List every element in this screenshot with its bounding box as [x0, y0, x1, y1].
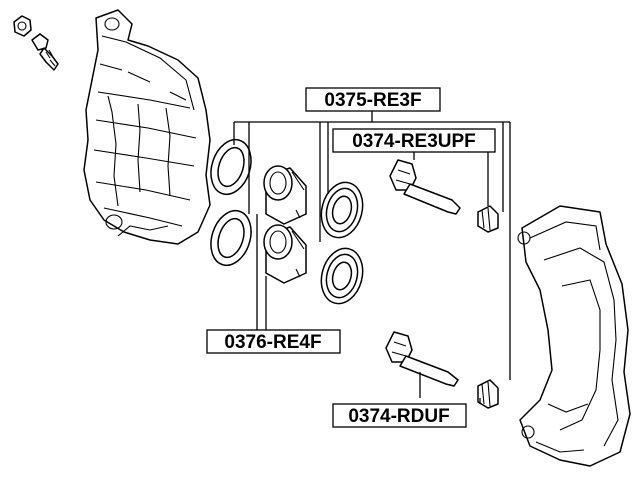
callout-piston: 0376-RE4F — [206, 329, 341, 354]
callout-guide-pin-upper: 0374-RE3UPF — [332, 128, 496, 153]
callout-guide-pin-lower: 0374-RDUF — [332, 403, 467, 428]
caliper-bracket-icon — [517, 205, 631, 467]
callout-kit-main-text: 0375-RE3F — [324, 90, 421, 111]
piston-icon — [263, 224, 307, 284]
seal-ring-icon — [210, 138, 252, 196]
dust-boot-icon — [320, 247, 364, 305]
seal-ring-icon — [210, 209, 252, 267]
leader-lines — [233, 108, 511, 404]
pin-boot-icon — [477, 205, 499, 233]
callout-kit-main: 0375-RE3F — [305, 87, 441, 112]
bleeder-cap-icon — [13, 15, 32, 37]
dust-boot-icon — [320, 181, 364, 239]
callout-guide-pin-upper-text: 0374-RE3UPF — [352, 131, 476, 152]
bleeder-screw-icon — [31, 33, 59, 71]
guide-pin-icon — [385, 331, 459, 387]
guide-pin-icon — [389, 159, 461, 215]
piston-icon — [263, 165, 307, 225]
caliper-housing-icon — [83, 9, 211, 245]
callout-guide-pin-lower-text: 0374-RDUF — [348, 406, 449, 427]
callout-piston-text: 0376-RE4F — [224, 332, 321, 353]
pin-boot-icon — [477, 379, 499, 409]
